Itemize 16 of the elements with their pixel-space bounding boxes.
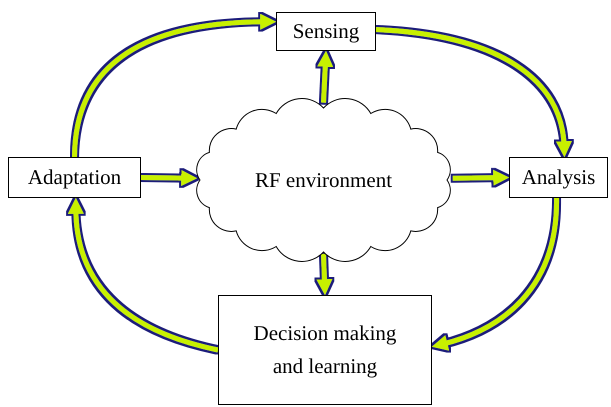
node-label: Sensing bbox=[292, 18, 360, 46]
arrow bbox=[452, 170, 510, 186]
process-box bbox=[276, 12, 376, 51]
node-label: Analysis bbox=[522, 164, 596, 192]
arrow bbox=[140, 170, 198, 186]
arrow bbox=[432, 198, 560, 350]
arrow bbox=[316, 254, 332, 296]
arrow bbox=[68, 198, 219, 352]
process-box bbox=[218, 295, 432, 405]
arrow bbox=[317, 50, 334, 103]
node-label: Decision making and learning bbox=[252, 320, 398, 380]
arrow bbox=[376, 27, 572, 158]
process-box bbox=[509, 157, 608, 198]
node-label: Adaptation bbox=[28, 164, 122, 192]
process-box bbox=[8, 157, 141, 198]
node-label: RF environment bbox=[254, 166, 392, 194]
